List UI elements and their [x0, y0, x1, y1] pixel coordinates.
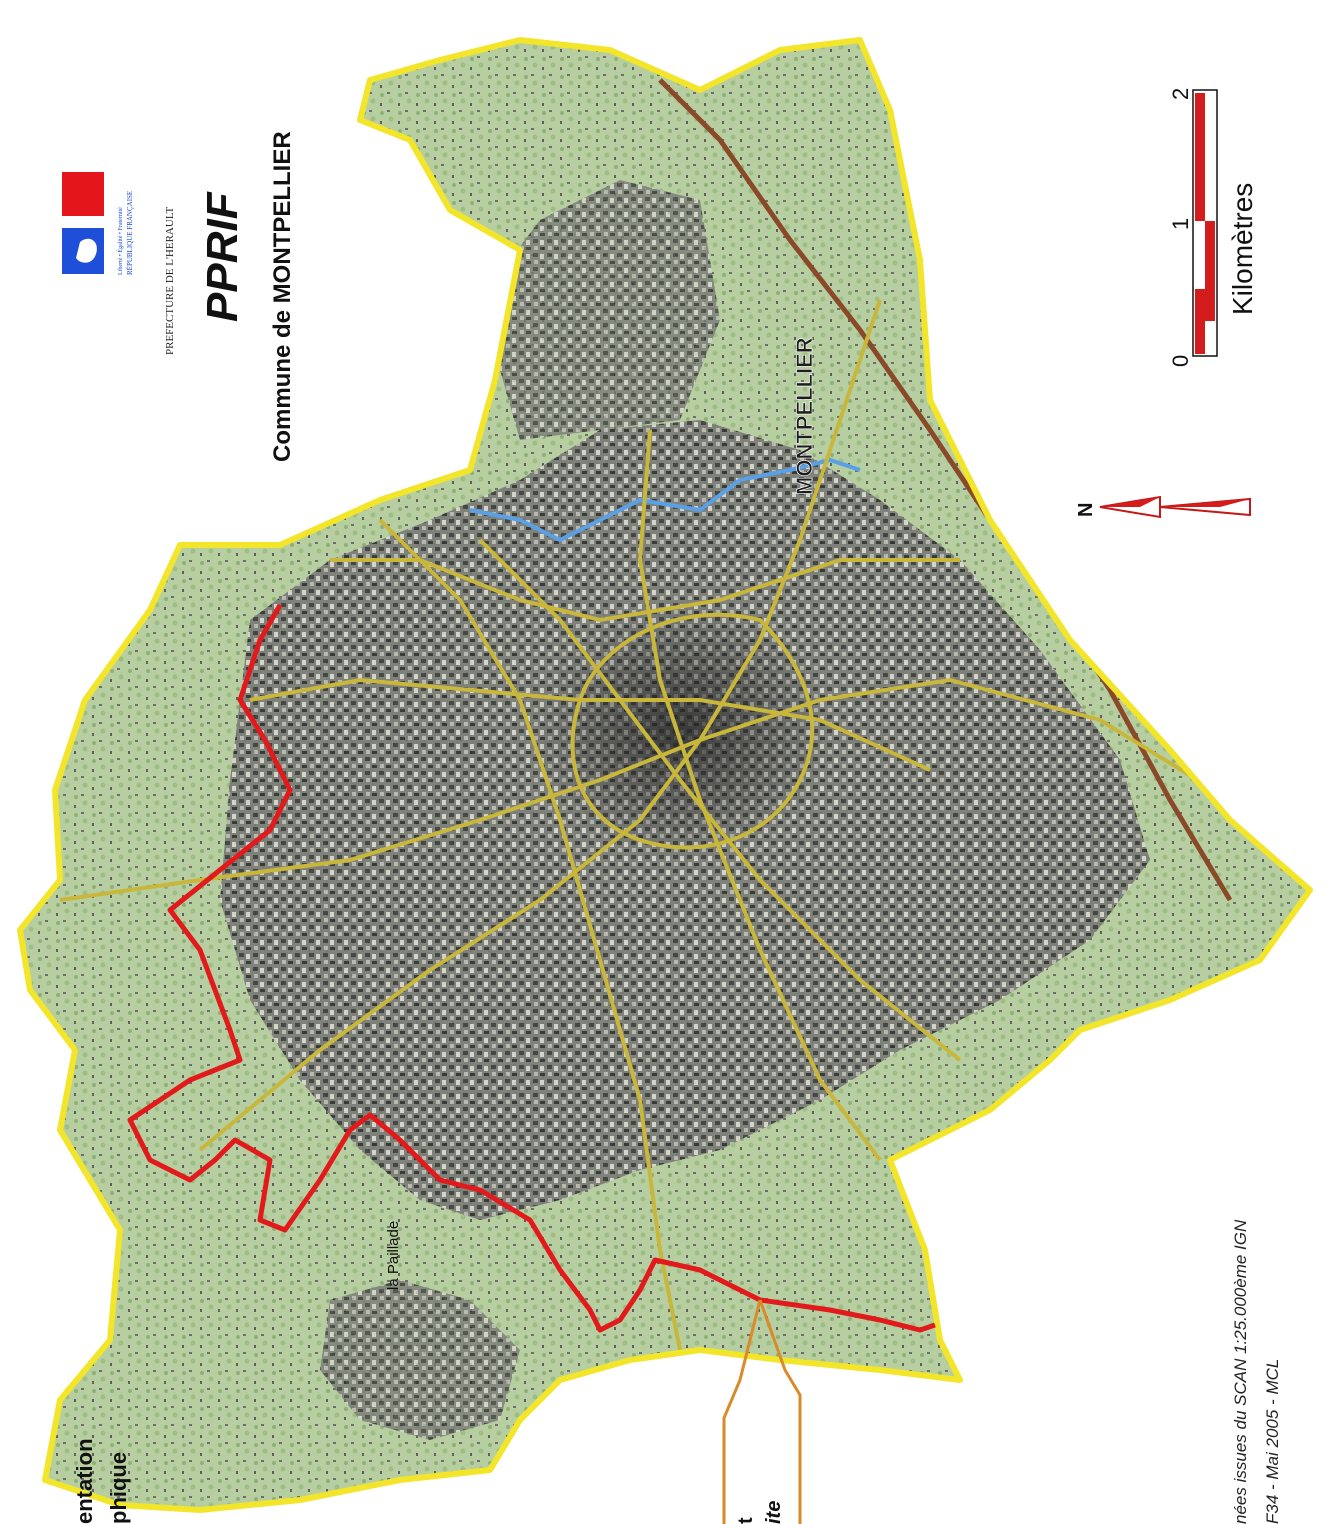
city-label: MONTPELLIER [792, 337, 817, 495]
urban-area-north [480, 180, 720, 440]
north-arrow: N [1075, 495, 1251, 519]
map-title: PPRIF [198, 191, 247, 322]
pprif-zone-boundary-line [127, 603, 936, 1333]
scale-tick-0: 0 [1168, 355, 1193, 367]
commune-boundary-line [17, 37, 1313, 1513]
legend-partial: entation phique t ite [72, 1438, 785, 1524]
lez-river [469, 457, 861, 543]
scale-segment-2 [1205, 221, 1215, 289]
legend-text-1: entation [72, 1438, 97, 1524]
north-arrow-label: N [1075, 503, 1097, 517]
motto-caption: Liberté • Égalité • Fraternité [116, 207, 124, 275]
scale-unit-label: Kilomètres [1227, 183, 1258, 315]
place-label-paillade: la Paillade [385, 1221, 402, 1290]
scale-segment-3 [1195, 289, 1215, 321]
republic-caption: RÉPUBLIQUE FRANÇAISE [126, 191, 134, 275]
callout-text-2: ite [763, 1501, 785, 1524]
city-centre-density [530, 600, 830, 860]
source-line-2: F34 - Mai 2005 - MCL [1263, 1359, 1282, 1524]
source-note: nées issues du SCAN 1:25.000ème IGN F34 … [1231, 1219, 1282, 1524]
header-block: RÉPUBLIQUE FRANÇAISE Liberté • Égalité •… [62, 131, 296, 462]
legend-text-2: phique [106, 1452, 131, 1524]
urban-area-paillade [320, 1280, 520, 1440]
scale-bar: 0 1 2 Kilomètres [1168, 88, 1258, 367]
scale-segment-1 [1195, 93, 1205, 221]
main-roads [59, 299, 1232, 1351]
scale-segment-4 [1195, 321, 1205, 354]
republic-logo [62, 172, 104, 274]
map-area: MONTPELLIER la Paillade [17, 37, 1313, 1524]
map-subtitle: Commune de MONTPELLIER [269, 131, 296, 462]
source-line-1: nées issues du SCAN 1:25.000ème IGN [1231, 1219, 1250, 1524]
scale-tick-2: 2 [1168, 88, 1193, 100]
callout-text-1: t [735, 1517, 757, 1524]
prefecture-label: PREFECTURE DE L'HERAULT [164, 206, 176, 355]
callout-pointer [722, 1299, 802, 1524]
scale-tick-1: 1 [1168, 218, 1193, 230]
